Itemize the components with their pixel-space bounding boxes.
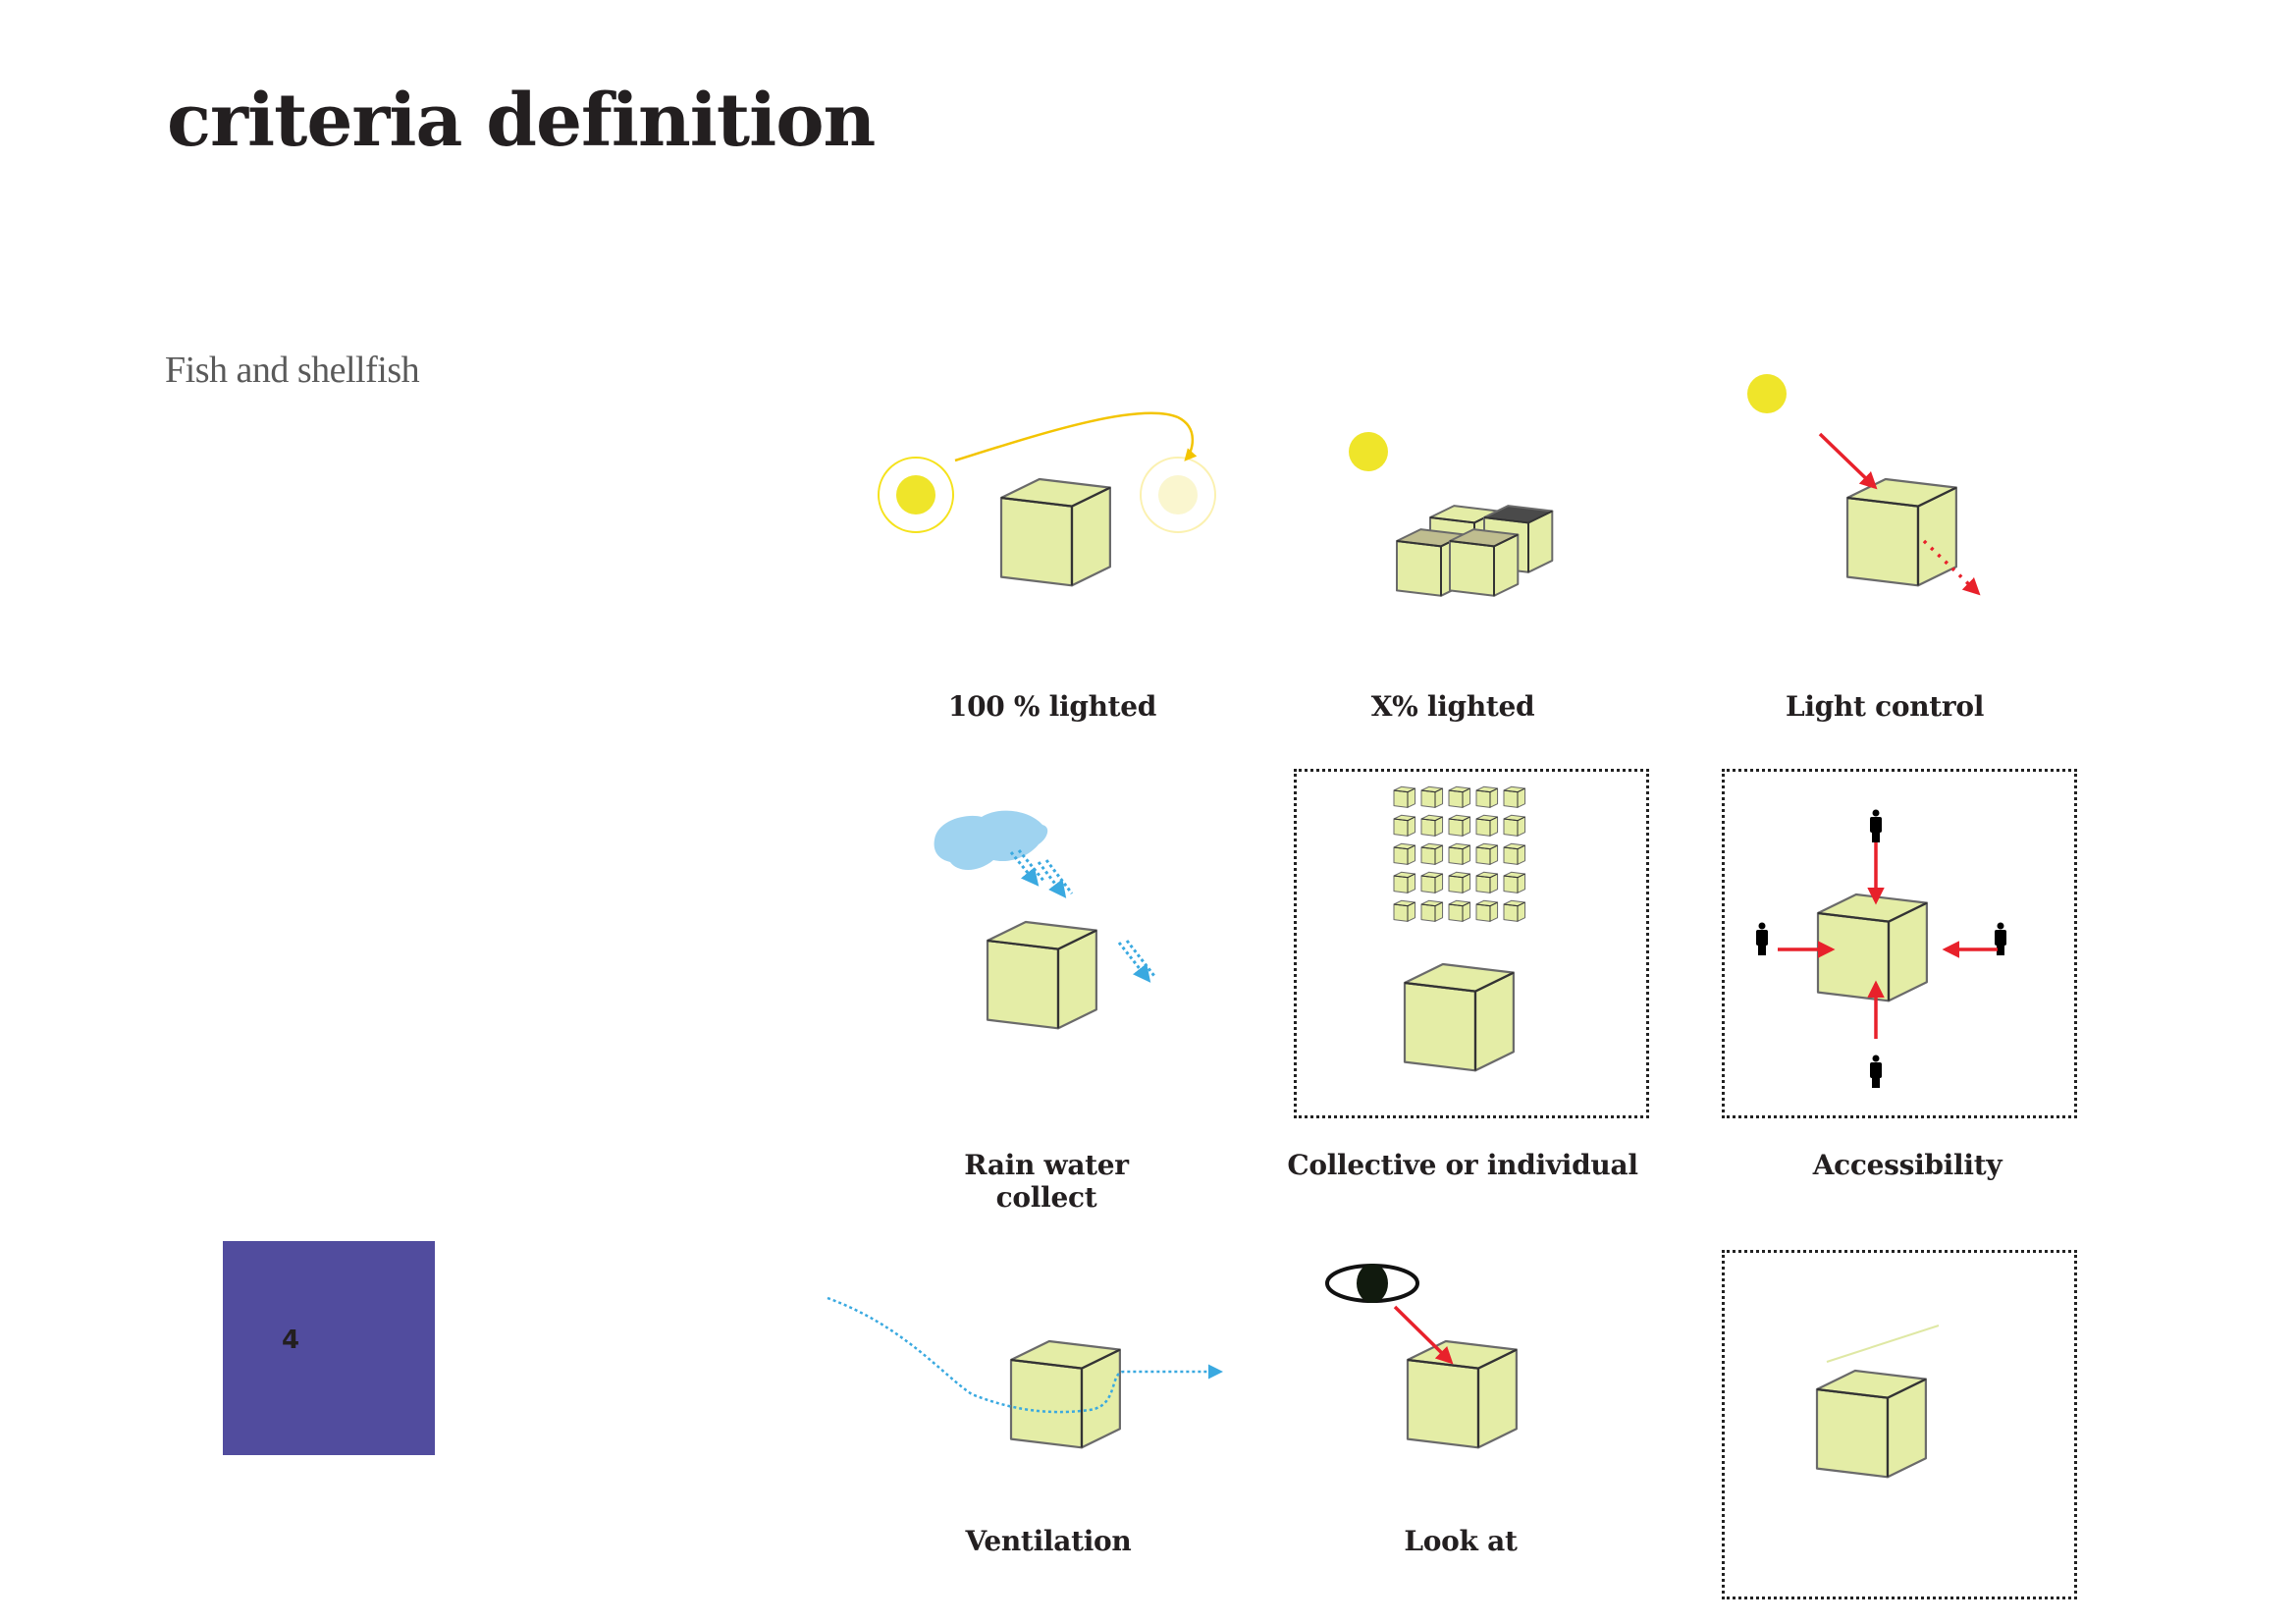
frame-collective <box>1294 769 1649 1118</box>
incoming-light-arrow-icon <box>1818 432 1878 490</box>
faded-sun-ring-icon <box>1140 457 1216 533</box>
sun-path-arrow-icon <box>954 411 1198 462</box>
cloud-icon <box>934 810 1048 870</box>
cube-grid-item <box>1475 814 1499 837</box>
rain-water-figure <box>934 810 1156 983</box>
accessibility-figure <box>1756 809 2006 1088</box>
sun-icon <box>896 475 935 514</box>
rain-drops-icon <box>1009 849 1156 983</box>
cube-grid-item <box>1503 871 1526 893</box>
cube-grid-item <box>1448 871 1471 893</box>
label-rain-water-line1: Rain water <box>964 1149 1129 1181</box>
cube-grid-item <box>1475 899 1499 922</box>
cube-accessibility <box>1816 893 1928 1002</box>
look-at-figure <box>1325 1264 1454 1365</box>
label-look-at: Look at <box>1404 1525 1518 1557</box>
person-icon <box>1756 922 1768 955</box>
light-control-figure <box>1747 374 1981 596</box>
cube-grid-item <box>1503 785 1526 808</box>
label-full-light: 100 % lighted <box>947 690 1157 723</box>
label-collective: Collective or individual <box>1287 1149 1638 1181</box>
cube-grid-item <box>1420 871 1444 893</box>
cube-grid-item <box>1393 899 1416 922</box>
cube-rain-water <box>986 920 1097 1030</box>
faint-line <box>1826 1325 1940 1363</box>
cube-grid-item <box>1448 842 1471 865</box>
cube-grid-item <box>1448 814 1471 837</box>
label-ventilation: Ventilation <box>965 1525 1132 1557</box>
frame-accessibility <box>1722 769 2077 1118</box>
frame-unlabeled <box>1722 1250 2077 1599</box>
cube-grid-item <box>1420 785 1444 808</box>
cube-small <box>1449 528 1520 597</box>
cube-grid-item <box>1393 785 1416 808</box>
pupil-icon <box>1357 1264 1388 1303</box>
cube-grid-item <box>1393 871 1416 893</box>
gaze-arrow-icon <box>1393 1305 1454 1365</box>
cube-look-at <box>1406 1339 1518 1449</box>
cube-grid-item <box>1475 871 1499 893</box>
ventilation-figure <box>827 1296 1223 1414</box>
cube-grid-item <box>1420 842 1444 865</box>
page-number-box <box>223 1241 435 1455</box>
page-title: criteria definition <box>167 79 876 163</box>
cube-grid-item <box>1393 842 1416 865</box>
cube-grid-item <box>1503 899 1526 922</box>
person-icon <box>1870 1055 1882 1088</box>
cube-full-light <box>999 477 1111 587</box>
full-light-figure <box>878 411 1216 533</box>
person-icon <box>1995 922 2006 955</box>
cube-grid-item <box>1420 814 1444 837</box>
cube-light-control <box>1845 477 1957 587</box>
cube-grid-item <box>1448 785 1471 808</box>
label-rain-water: Rain water collect <box>929 1149 1164 1214</box>
cube-grid-item <box>1503 842 1526 865</box>
cubes-layer <box>986 477 1957 1479</box>
airflow-arrow-icon <box>827 1296 1223 1414</box>
cube-ventilation <box>1009 1339 1121 1449</box>
outgoing-light-arrow-icon <box>1922 539 1981 596</box>
cube-grid-item <box>1393 814 1416 837</box>
sun-icon <box>1349 432 1388 471</box>
label-light-control: Light control <box>1785 690 1985 723</box>
cube-grid-item <box>1503 814 1526 837</box>
cube-grid-item <box>1475 785 1499 808</box>
sun-icon <box>1747 374 1787 413</box>
cube-grid-item <box>1420 899 1444 922</box>
sun-ring-icon <box>878 457 954 533</box>
label-partial-light: X% lighted <box>1370 690 1535 723</box>
cube-unlabeled <box>1815 1369 1927 1479</box>
person-icon <box>1870 809 1882 842</box>
label-accessibility: Accessibility <box>1812 1149 2002 1181</box>
section-subtitle: Fish and shellfish <box>165 350 420 391</box>
cube-grid-item <box>1448 899 1471 922</box>
cube-collective <box>1403 962 1515 1072</box>
label-rain-water-line2: collect <box>995 1181 1097 1214</box>
cube-grid-item <box>1475 842 1499 865</box>
page-number: 4 <box>282 1326 300 1355</box>
faded-sun-icon <box>1158 475 1198 514</box>
